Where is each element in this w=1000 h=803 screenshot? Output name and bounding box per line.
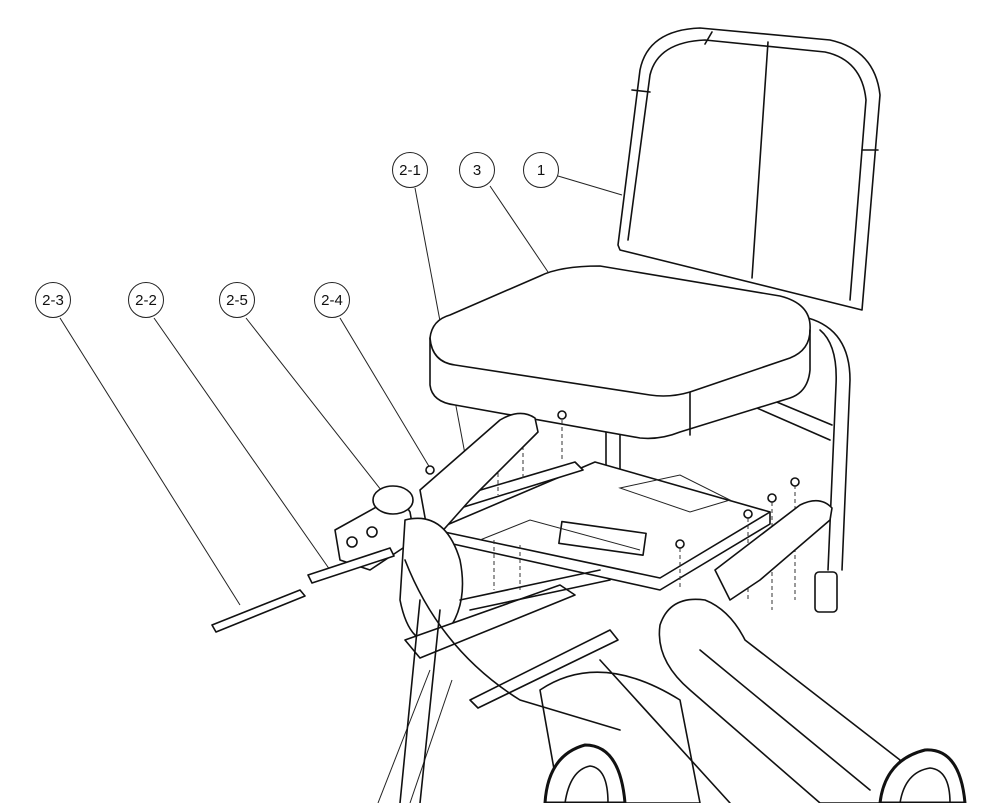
leader-2-5 (245, 317, 386, 496)
callout-label: 1 (536, 161, 546, 179)
callout-2-3: 2-3 (35, 282, 71, 318)
chassis (399, 559, 621, 803)
callout-label: 2-3 (42, 291, 64, 309)
callout-label: 2-2 (135, 291, 157, 309)
backrest (617, 27, 881, 311)
leader-1 (557, 175, 623, 196)
callout-2-4: 2-4 (314, 282, 350, 318)
seat-cushion (429, 265, 811, 440)
callout-label: 2-1 (399, 161, 421, 179)
callout-2-5: 2-5 (219, 282, 255, 318)
callout-label: 3 (472, 161, 482, 179)
leader-2-3 (59, 317, 241, 606)
leader-2-4 (339, 317, 431, 469)
wheels (543, 743, 967, 803)
callout-2-1: 2-1 (392, 152, 428, 188)
callout-label: 2-4 (321, 291, 343, 309)
left-armrest-controller (334, 412, 539, 643)
leader-3 (489, 185, 549, 273)
callout-label: 2-5 (226, 291, 248, 309)
callout-3: 3 (459, 152, 495, 188)
callout-2-2: 2-2 (128, 282, 164, 318)
callout-1: 1 (523, 152, 559, 188)
frame (605, 317, 851, 613)
brackets (211, 547, 619, 709)
leader-2-2 (153, 317, 331, 571)
